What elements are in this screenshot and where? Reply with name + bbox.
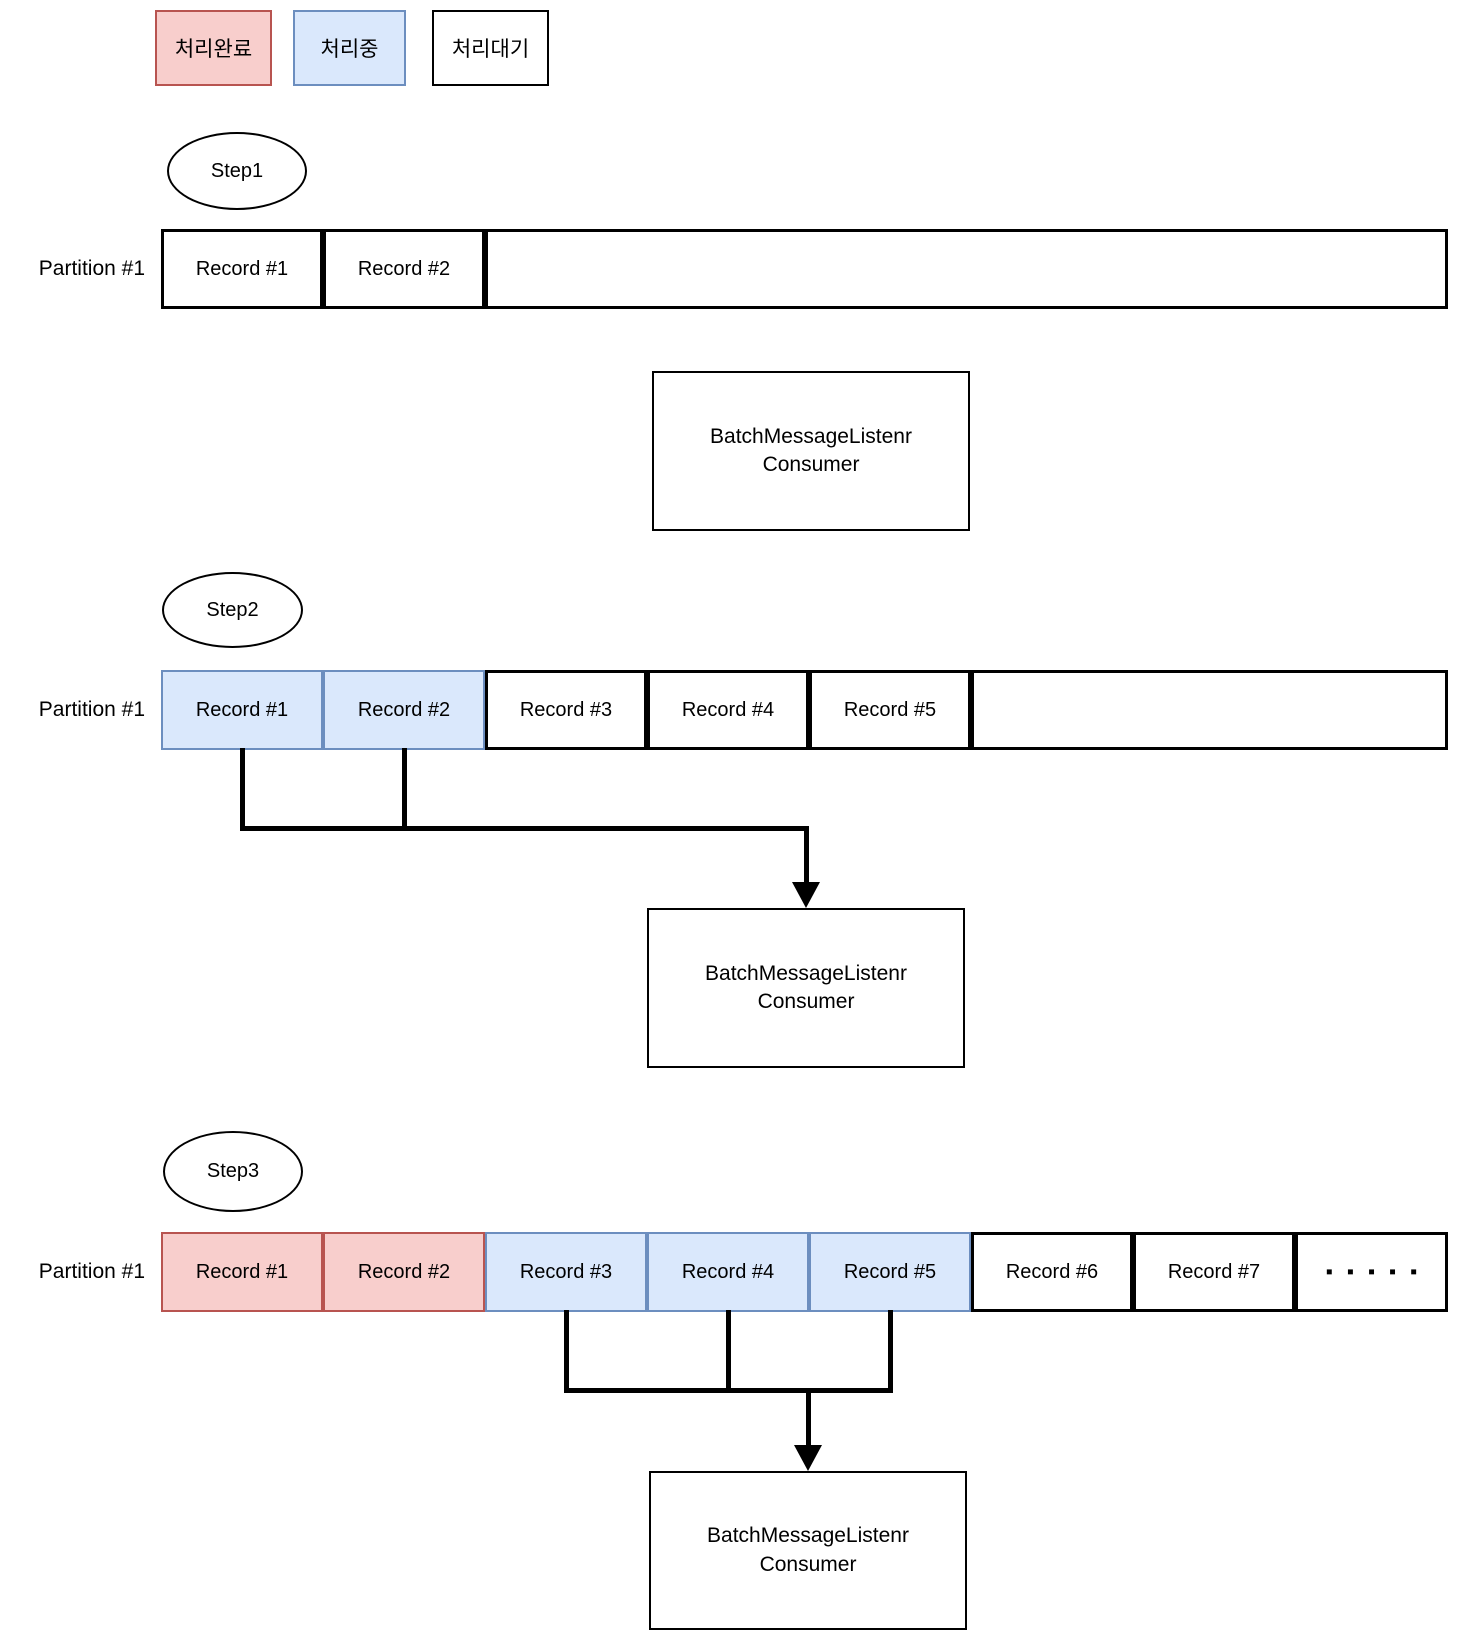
step3-badge: Step3 (163, 1131, 303, 1212)
more-records-cell: ▪▪▪▪▪ (1295, 1232, 1448, 1312)
record-cell: Record #2 (323, 670, 485, 750)
record-cell: Record #1 (161, 670, 323, 750)
record-cell: Record #4 (647, 670, 809, 750)
connector-line-record1 (240, 748, 245, 831)
step3-partition-row: Record #1 Record #2 Record #3 Record #4 … (161, 1232, 1448, 1312)
record-cell: Record #2 (323, 1232, 485, 1312)
consumer-label-line2: Consumer (757, 990, 855, 1013)
connector-line-record5 (888, 1310, 893, 1393)
record-cell: Record #7 (1133, 1232, 1295, 1312)
record-cell: Record #3 (485, 670, 647, 750)
step2-partition-row: Record #1 Record #2 Record #3 Record #4 … (161, 670, 1448, 750)
arrow-head-icon (794, 1445, 822, 1471)
record-cell: Record #1 (161, 229, 323, 309)
step1-consumer-box: BatchMessageListenr Consumer (652, 371, 970, 531)
connector-line-horizontal (240, 826, 809, 831)
consumer-label-line2: Consumer (762, 453, 860, 476)
connector-line-record4 (726, 1310, 731, 1393)
step2-consumer-box: BatchMessageListenr Consumer (647, 908, 965, 1068)
connector-line-record3 (564, 1310, 569, 1393)
record-cell: Record #2 (323, 229, 485, 309)
record-cell: Record #5 (809, 670, 971, 750)
step2-partition-label: Partition #1 (38, 698, 145, 721)
step1-partition-label: Partition #1 (38, 257, 145, 280)
connector-arrow-stem (804, 826, 809, 886)
step3-partition-label: Partition #1 (38, 1260, 145, 1283)
connector-line-horizontal (564, 1388, 893, 1393)
step1-partition-row: Record #1 Record #2 (161, 229, 1448, 309)
empty-cell (485, 229, 1448, 309)
consumer-label-line2: Consumer (759, 1552, 857, 1576)
step3-consumer-box: BatchMessageListenr Consumer (649, 1471, 967, 1630)
connector-arrow-stem (806, 1388, 811, 1448)
record-cell: Record #6 (971, 1232, 1133, 1312)
consumer-label-line1: BatchMessageListenr (705, 961, 907, 985)
arrow-head-icon (792, 882, 820, 908)
step2-badge: Step2 (162, 572, 303, 648)
legend-item-done: 처리완료 (155, 10, 272, 86)
legend-item-waiting: 처리대기 (432, 10, 549, 86)
empty-cell (971, 670, 1448, 750)
record-cell: Record #1 (161, 1232, 323, 1312)
record-cell: Record #4 (647, 1232, 809, 1312)
consumer-label-line1: BatchMessageListenr (710, 424, 912, 448)
step1-badge: Step1 (167, 132, 307, 210)
consumer-label-line1: BatchMessageListenr (707, 1524, 909, 1548)
connector-line-record2 (402, 748, 407, 831)
record-cell: Record #3 (485, 1232, 647, 1312)
legend-item-processing: 처리중 (293, 10, 406, 86)
record-cell: Record #5 (809, 1232, 971, 1312)
